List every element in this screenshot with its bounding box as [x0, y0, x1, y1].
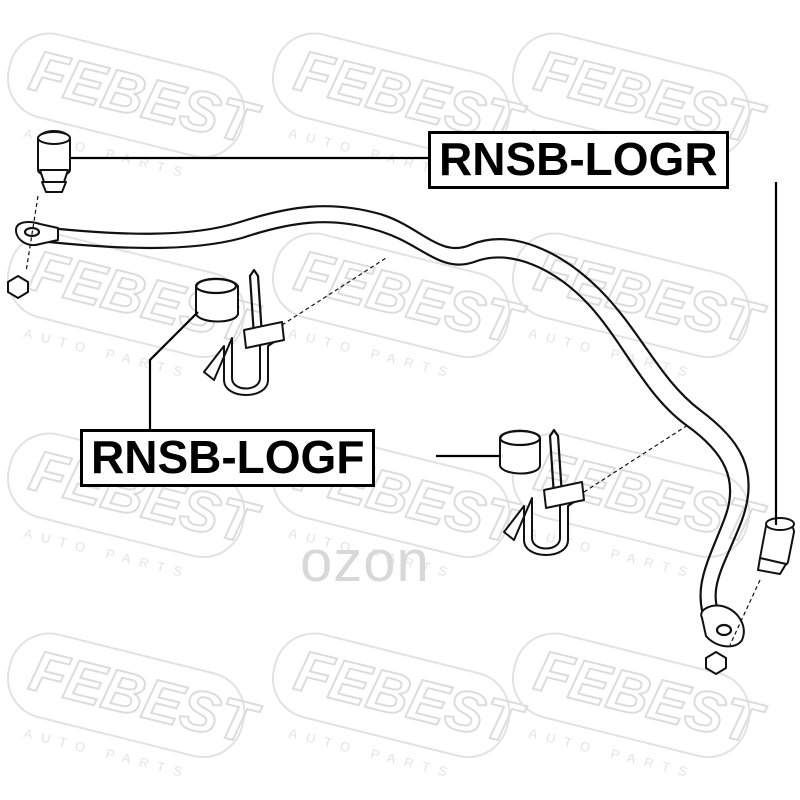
assembly-lines	[25, 195, 761, 646]
part-label-front: RNSB-LOGF	[80, 429, 376, 487]
leader-lines	[70, 156, 778, 525]
front-bushing-right	[498, 428, 585, 556]
site-watermark: ozon	[300, 529, 430, 594]
nut-left	[7, 275, 29, 299]
nut-right	[705, 651, 727, 675]
part-label-rear: RNSB-LOGR	[428, 131, 729, 189]
rear-bushing-left	[37, 130, 71, 193]
front-bushing-left	[194, 268, 285, 396]
rear-bushing-right	[757, 517, 795, 575]
stabilizer-bar	[15, 205, 750, 648]
